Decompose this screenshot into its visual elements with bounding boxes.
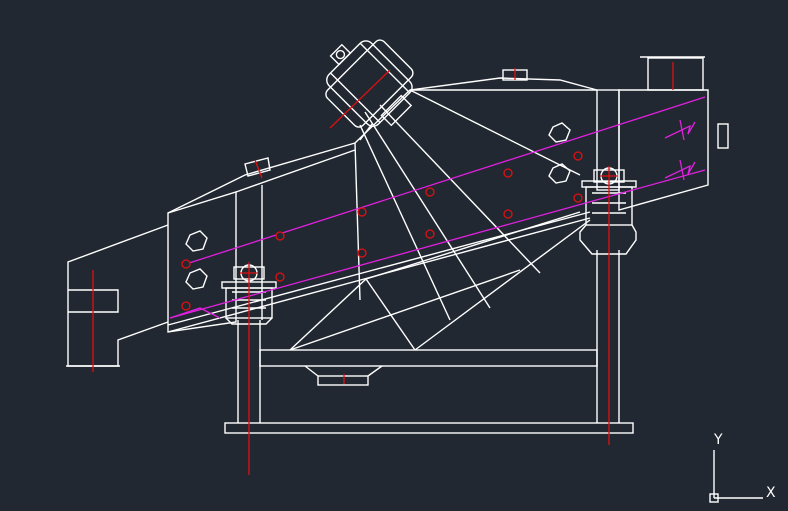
discharge-chute <box>66 224 169 367</box>
ucs-y-label: Y <box>713 432 723 448</box>
porthole-left-upper <box>185 230 208 252</box>
porthole-right-upper <box>548 122 571 143</box>
porthole-right-lower <box>548 163 571 184</box>
screen-decks <box>169 96 706 319</box>
deck-bolts <box>181 151 583 311</box>
vibrator-motor[interactable] <box>308 22 430 144</box>
ucs-x-label: X <box>766 485 776 501</box>
ucs-icon: Y X <box>709 432 776 503</box>
base-frame <box>224 250 634 434</box>
screen-body <box>167 56 729 333</box>
centerlines <box>92 62 674 475</box>
spring-support-right <box>579 167 637 255</box>
porthole-left-lower <box>185 268 208 290</box>
